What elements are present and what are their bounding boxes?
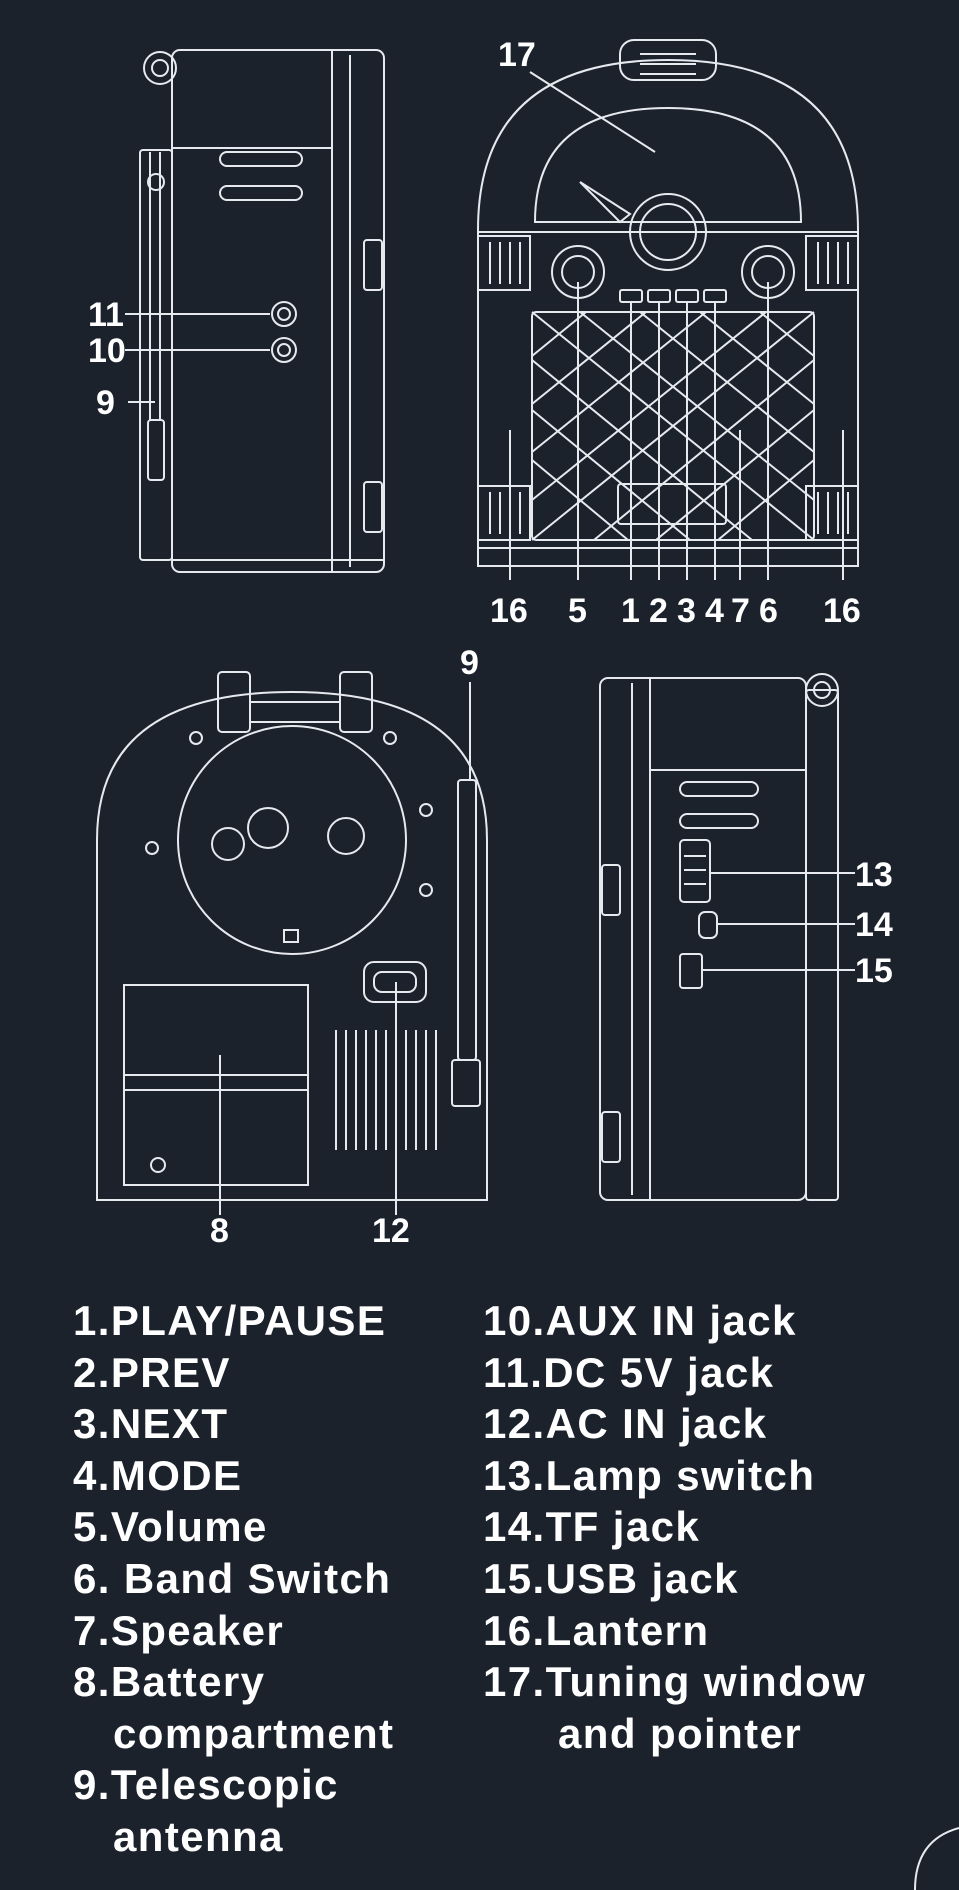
- callout-4: 4: [705, 592, 724, 630]
- legend-item-label: 17.Tuning window: [483, 1658, 867, 1706]
- callout-9-back: 9: [460, 644, 479, 682]
- callout-14: 14: [855, 906, 893, 944]
- corner-arc: [914, 1827, 959, 1890]
- legend-item-label: 4.MODE: [73, 1451, 243, 1499]
- legend-item: 6. Band Switch: [73, 1553, 394, 1605]
- callout-6: 6: [759, 592, 778, 630]
- side-view-right: [599, 673, 855, 1201]
- legend-item-label: 8.Battery: [73, 1658, 266, 1706]
- callout-5: 5: [568, 592, 587, 630]
- legend-item-label: 7.Speaker: [73, 1606, 285, 1654]
- legend-item: 4.MODE: [73, 1450, 394, 1502]
- front-view: [477, 39, 859, 580]
- legend-item-continuation: antenna: [113, 1812, 284, 1860]
- callout-3: 3: [677, 592, 696, 630]
- legend-item-label: 15.USB jack: [483, 1554, 739, 1602]
- callout-9-side: 9: [96, 384, 115, 422]
- callout-16-right: 16: [823, 592, 861, 630]
- legend-item-label: 11.DC 5V jack: [483, 1348, 775, 1396]
- side-view-left: [125, 49, 385, 573]
- legend-item: 15.USB jack: [483, 1553, 866, 1605]
- legend-item-label: 12.AC IN jack: [483, 1400, 768, 1448]
- callout-8: 8: [210, 1212, 229, 1250]
- legend-item: 1.PLAY/PAUSE: [73, 1295, 394, 1347]
- callout-10: 10: [88, 332, 126, 370]
- legend-item: 13.Lamp switch: [483, 1450, 866, 1502]
- legend-item-continuation: and pointer: [558, 1709, 803, 1757]
- callout-13: 13: [855, 856, 893, 894]
- callout-11: 11: [88, 296, 124, 334]
- legend-item-label: 3.NEXT: [73, 1400, 229, 1448]
- legend-item: 12.AC IN jack: [483, 1398, 866, 1450]
- legend-item-label: 16.Lantern: [483, 1606, 710, 1654]
- callout-15: 15: [855, 952, 893, 990]
- legend-item: 14.TF jack: [483, 1501, 866, 1553]
- back-view: [96, 671, 488, 1215]
- legend-item-label: 2.PREV: [73, 1348, 231, 1396]
- legend-item: 11.DC 5V jack: [483, 1347, 866, 1399]
- legend-item: 7.Speaker: [73, 1605, 394, 1657]
- callout-1: 1: [621, 592, 640, 630]
- legend-item-label: 10.AUX IN jack: [483, 1297, 797, 1344]
- legend-item-label: 6. Band Switch: [73, 1554, 392, 1602]
- legend-item: 5.Volume: [73, 1501, 394, 1553]
- legend-item: 10.AUX IN jack: [483, 1295, 866, 1347]
- legend-item: 2.PREV: [73, 1347, 394, 1399]
- callout-2: 2: [649, 592, 668, 630]
- legend-item-label: 1.PLAY/PAUSE: [73, 1297, 387, 1344]
- legend-item: 16.Lantern: [483, 1605, 866, 1657]
- callout-16-left: 16: [490, 592, 528, 630]
- callout-17: 17: [498, 36, 536, 74]
- legend-item-label: 9.Telescopic: [73, 1761, 339, 1809]
- legend-item-continuation: compartment: [113, 1709, 395, 1757]
- legend-item-label: 14.TF jack: [483, 1503, 701, 1551]
- callout-12: 12: [372, 1212, 410, 1250]
- legend-item-label: 5.Volume: [73, 1503, 268, 1551]
- callout-7: 7: [731, 592, 750, 630]
- legend-item-label: 13.Lamp switch: [483, 1451, 816, 1499]
- legend-item: 3.NEXT: [73, 1398, 394, 1450]
